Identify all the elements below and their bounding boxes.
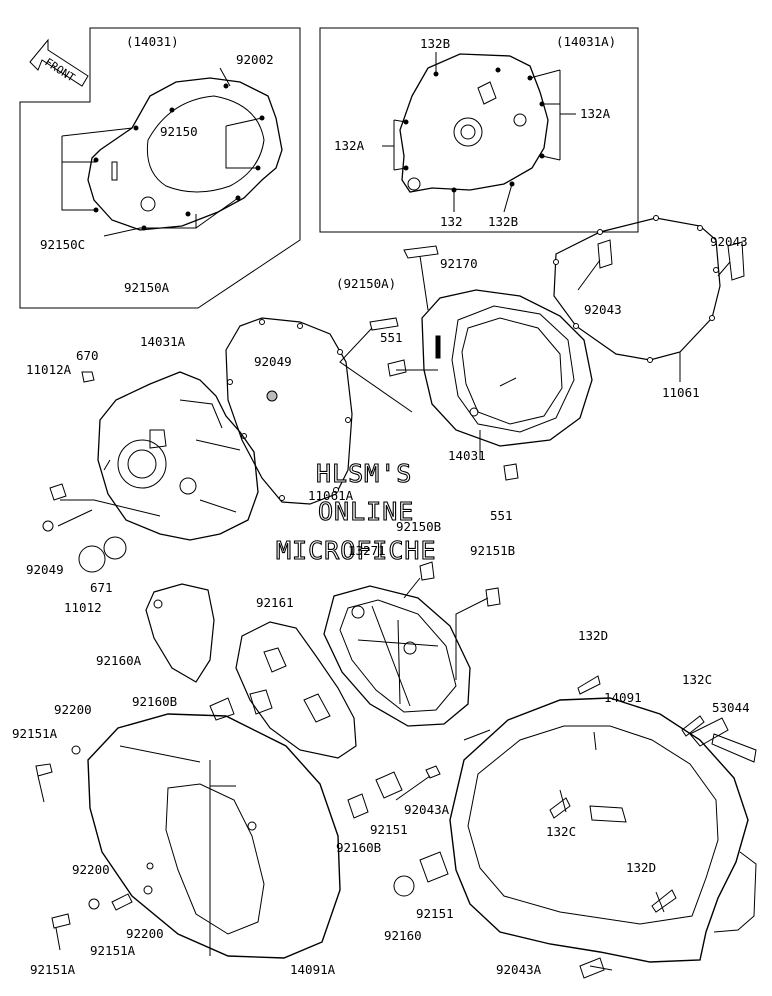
- inset-right-cover-outline: [399, 53, 549, 193]
- plate-13271: [323, 561, 501, 727]
- label-132: 132: [440, 214, 463, 229]
- label-132d-top: 132D: [578, 628, 608, 643]
- label-132a-right: 132A: [580, 106, 611, 121]
- label-92150a-inset: 92150A: [124, 280, 170, 295]
- label-92151-mid: 92151: [370, 822, 408, 837]
- label-14091: 14091: [604, 690, 642, 705]
- label-132c-mid: 132C: [546, 824, 576, 839]
- label-92043a-bottom: 92043A: [496, 962, 542, 977]
- label-92043-right: 92043: [710, 234, 748, 249]
- label-92170: 92170: [440, 256, 478, 271]
- cover-14031a: [42, 371, 259, 573]
- watermark: HLSM'S ONLINE MICROFICHE: [275, 458, 437, 565]
- label-92151b: 92151B: [470, 543, 515, 558]
- label-132d-bottom: 132D: [626, 860, 656, 875]
- gasket-11061a: [225, 317, 353, 505]
- watermark-line-1: HLSM'S: [316, 459, 412, 488]
- cover-14091: [449, 697, 757, 963]
- bolts-and-spacers: [35, 675, 757, 979]
- label-670: 670: [76, 348, 99, 363]
- label-132b-bottom: 132B: [488, 214, 518, 229]
- label-92151a-top: 92151A: [12, 726, 58, 741]
- label-92150-inset: 92150: [160, 124, 198, 139]
- gasket-11061: [553, 215, 745, 382]
- label-92160a: 92160A: [96, 653, 142, 668]
- label-92049-gasket: 92049: [254, 354, 292, 369]
- label-132a-left: 132A: [334, 138, 365, 153]
- label-92150c: 92150C: [40, 237, 85, 252]
- label-14091a: 14091A: [290, 962, 336, 977]
- watermark-line-3: MICROFICHE: [276, 536, 437, 565]
- label-11012a: 11012A: [26, 362, 72, 377]
- label-92160b-mid: 92160B: [336, 840, 381, 855]
- label-92043-inner: 92043: [584, 302, 622, 317]
- label-92200-top: 92200: [54, 702, 92, 717]
- label-14031: 14031: [448, 448, 486, 463]
- label-671: 671: [90, 580, 113, 595]
- label-92151-bottom: 92151: [416, 906, 454, 921]
- label-11061a: 11061A: [308, 488, 354, 503]
- plate-92160a: [145, 583, 215, 683]
- label-92049-left: 92049: [26, 562, 64, 577]
- plate-92161: [235, 621, 357, 759]
- label-13271: 13271: [348, 543, 386, 558]
- label-11061: 11061: [662, 385, 700, 400]
- watermark-line-2: ONLINE: [318, 497, 414, 526]
- label-132b-top: 132B: [420, 36, 450, 51]
- cover-14091a: [87, 713, 341, 959]
- label-92043a-mid: 92043A: [404, 802, 450, 817]
- label-92150a-paren: (92150A): [336, 276, 396, 291]
- label-551-bottom: 551: [490, 508, 513, 523]
- label-92200-mid: 92200: [72, 862, 110, 877]
- label-92161: 92161: [256, 595, 294, 610]
- label-92150b: 92150B: [396, 519, 441, 534]
- label-92160b-top: 92160B: [132, 694, 177, 709]
- inset-right: (14031A): [319, 27, 639, 233]
- label-92151a-mid: 92151A: [90, 943, 136, 958]
- inset-left-cover-outline: [87, 77, 283, 231]
- label-92002: 92002: [236, 52, 274, 67]
- cover-14031: [339, 245, 593, 481]
- label-92151a-bottom: 92151A: [30, 962, 76, 977]
- label-53044: 53044: [712, 700, 750, 715]
- inset-left-code: (14031): [126, 34, 179, 49]
- label-14031a: 14031A: [140, 334, 186, 349]
- inset-right-code: (14031A): [556, 34, 616, 49]
- label-92200-bottom: 92200: [126, 926, 164, 941]
- label-551-top: 551: [380, 330, 403, 345]
- front-arrow-icon: FRONT: [29, 38, 89, 87]
- label-11012: 11012: [64, 600, 102, 615]
- label-92160: 92160: [384, 928, 422, 943]
- label-132c-top: 132C: [682, 672, 712, 687]
- inset-left: (14031): [19, 27, 301, 309]
